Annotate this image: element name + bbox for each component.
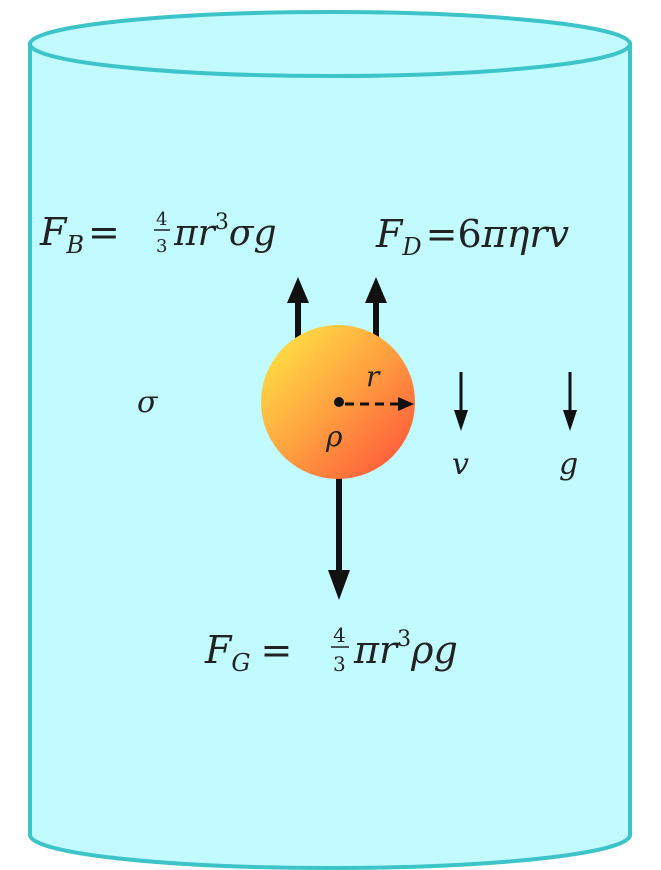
cylinder-top-rim xyxy=(28,10,632,78)
drag-coefficient: 6 xyxy=(457,212,481,256)
gravity-direction-arrow xyxy=(563,372,577,431)
gravity-equals: = xyxy=(261,628,293,672)
gravity-rest: ρg xyxy=(410,628,458,672)
gravity-exponent: 3 xyxy=(397,627,411,652)
gravity-arrow xyxy=(328,478,350,600)
buoyancy-r: r xyxy=(198,213,217,254)
svg-text:FG=: FG = xyxy=(204,628,292,677)
drag-rest: πηrv xyxy=(481,212,570,256)
gravity-r: r xyxy=(379,628,400,672)
buoyancy-formula: FB= 4 3 πr3σg xyxy=(39,209,277,259)
buoyancy-pi: π xyxy=(173,213,199,254)
drag-formula: FD=6πηrv xyxy=(375,212,570,261)
buoyancy-rest: σg xyxy=(229,213,277,254)
gravity-formula: FG= 4 3 πr3ρg xyxy=(204,623,458,677)
drag-F: F xyxy=(375,212,404,256)
buoyancy-frac-num: 4 xyxy=(156,209,167,230)
buoyancy-equals: = xyxy=(88,210,120,254)
density-label: ρ xyxy=(325,420,343,453)
drag-subscript: D xyxy=(401,233,421,261)
drag-equals: = xyxy=(426,212,458,256)
velocity-arrow xyxy=(454,372,468,431)
buoyancy-frac-den: 3 xyxy=(156,236,167,257)
sigma-label: σ xyxy=(137,385,159,420)
sphere-center-dot xyxy=(334,397,344,407)
velocity-label: v xyxy=(452,447,469,482)
gravity-frac-den: 3 xyxy=(333,652,346,676)
gravity-label: g xyxy=(559,447,578,482)
radius-label: r xyxy=(366,360,381,393)
force-arrows xyxy=(287,277,387,600)
gravity-frac-num: 4 xyxy=(333,623,346,647)
gravity-pi: π xyxy=(353,628,380,672)
buoyancy-exponent: 3 xyxy=(215,210,229,235)
buoyancy-F: F xyxy=(39,210,68,254)
gravity-subscript: G xyxy=(231,649,250,677)
svg-text:πr3σg: πr3σg xyxy=(173,210,277,254)
radius-arrow xyxy=(334,397,414,411)
svg-text:πr3ρg: πr3ρg xyxy=(353,627,458,672)
gravity-F: F xyxy=(204,628,233,672)
svg-text:FB=: FB= xyxy=(39,210,120,259)
svg-text:FD=6πηrv: FD=6πηrv xyxy=(375,212,570,261)
buoyancy-arrow xyxy=(287,277,309,340)
buoyancy-subscript: B xyxy=(65,231,84,259)
drag-arrow xyxy=(365,277,387,340)
